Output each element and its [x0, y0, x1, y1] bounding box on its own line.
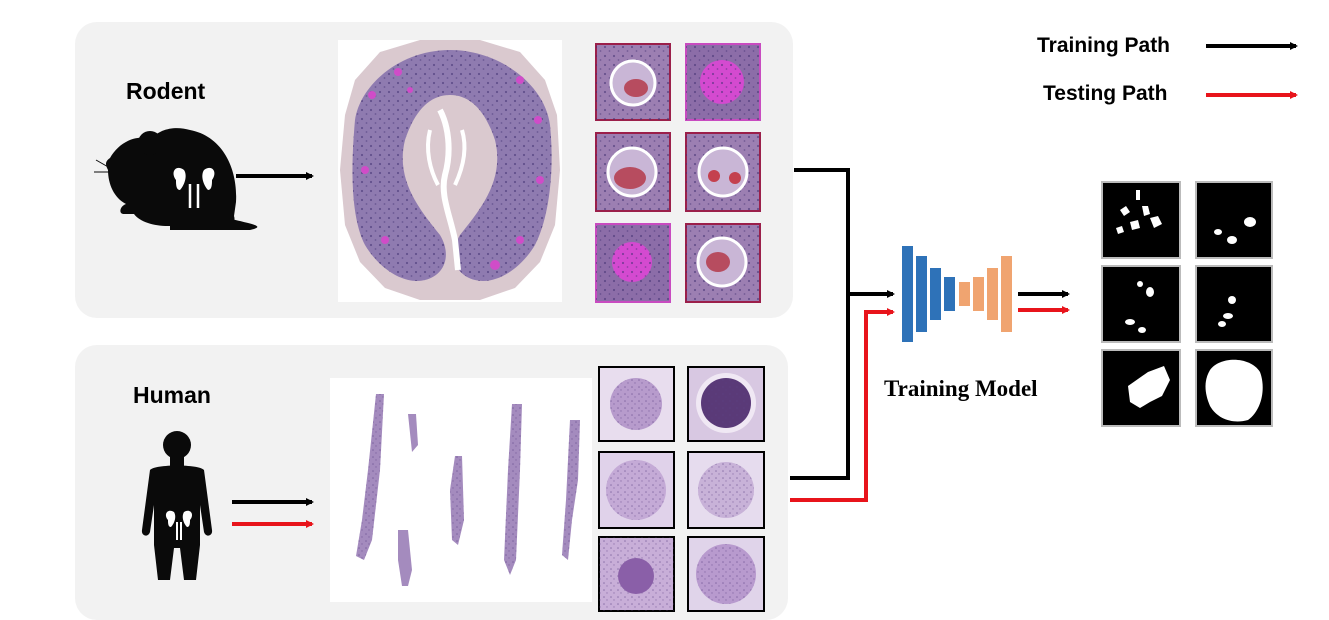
rodent-patch [595, 132, 671, 212]
legend-training-label: Training Path [1037, 34, 1171, 57]
human-label: Human [133, 382, 211, 408]
human-patch [687, 451, 765, 529]
rodent-kidney-slide [338, 40, 562, 302]
human-patch [687, 536, 765, 612]
rodent-patch [595, 43, 671, 121]
rodent-patch [595, 223, 671, 303]
kidney-icon [165, 510, 193, 540]
legend-testing-label: Testing Path [1043, 82, 1168, 105]
human-silhouette-icon [141, 431, 213, 580]
model-label: Training Model [884, 376, 1038, 401]
human-training-path [790, 294, 850, 480]
rodent-patch [685, 43, 761, 121]
mask-tile [1101, 181, 1181, 259]
mouse-silhouette-icon [94, 128, 258, 230]
segmentation-mask-outputs [1101, 181, 1273, 427]
human-glomeruli-patches [598, 366, 765, 612]
mask-tile [1195, 349, 1273, 427]
mask-tile [1101, 349, 1181, 427]
rodent-patch [685, 223, 761, 303]
kidney-icon [173, 167, 215, 208]
rodent-glomeruli-patches [595, 43, 761, 303]
rodent-label: Rodent [126, 78, 206, 104]
human-testing-path [790, 308, 895, 502]
human-patch [598, 536, 675, 612]
mask-tile [1195, 181, 1273, 259]
rodent-patch [685, 132, 761, 212]
training-model-network [902, 246, 1012, 342]
human-biopsy-slide [330, 378, 592, 602]
human-patch [687, 366, 765, 442]
mask-tile [1101, 265, 1181, 343]
rodent-training-path [794, 168, 895, 298]
human-patch [598, 366, 675, 442]
mask-tile [1195, 265, 1273, 343]
human-patch [598, 451, 675, 529]
